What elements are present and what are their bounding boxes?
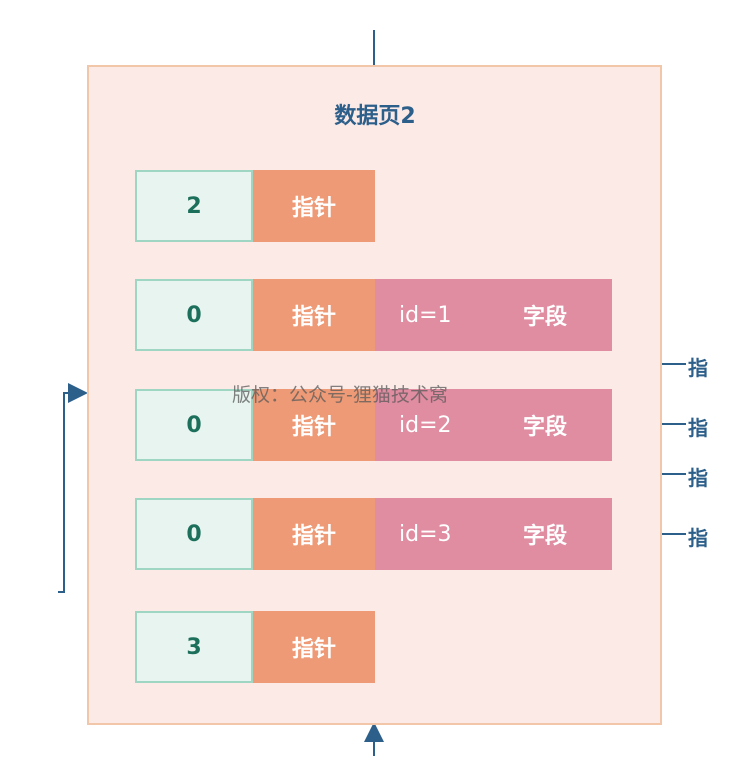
pointer-cell: 指针 (253, 611, 375, 683)
record-id: id=1 (399, 302, 452, 328)
edge-label: 指 (688, 526, 708, 550)
record-cell: id=2 字段 (375, 389, 612, 461)
watermark: 版权：公众号-狸猫技术窝 (232, 384, 448, 406)
edge-label: 指 (688, 416, 708, 440)
pointer-cell: 指针 (253, 498, 375, 570)
row-number: 2 (135, 170, 253, 242)
record-id: id=2 (399, 412, 452, 438)
edge-label: 指 (688, 356, 708, 380)
row-number: 0 (135, 279, 253, 351)
record-cell: id=1 字段 (375, 279, 612, 351)
row-number: 0 (135, 498, 253, 570)
row-number: 3 (135, 611, 253, 683)
record-field: 字段 (523, 524, 568, 549)
pointer-cell: 指针 (253, 279, 375, 351)
record-field: 字段 (523, 305, 568, 330)
pointer-cell: 指针 (253, 389, 375, 461)
pointer-cell: 指针 (253, 170, 375, 242)
record-field: 字段 (523, 415, 568, 440)
edge-label: 指 (688, 466, 708, 490)
row-number: 0 (135, 389, 253, 461)
page-title: 数据页2 (334, 104, 416, 129)
record-cell: id=3 字段 (375, 498, 612, 570)
record-id: id=3 (399, 521, 452, 547)
